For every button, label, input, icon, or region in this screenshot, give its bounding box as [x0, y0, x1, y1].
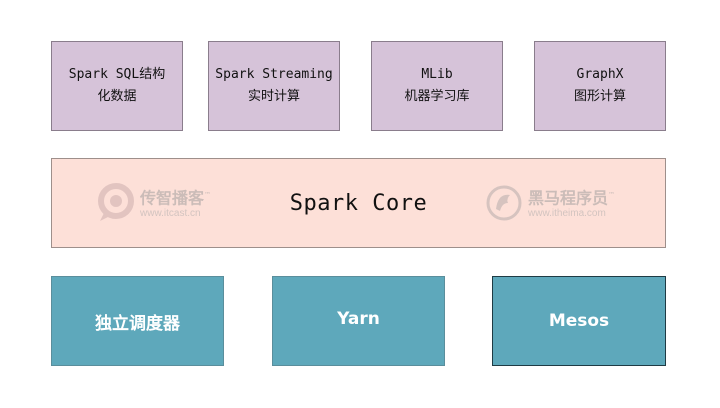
itcast-logo-icon	[98, 183, 134, 221]
yarn-label: Yarn	[337, 309, 380, 329]
graphx-label-line2: 图形计算	[573, 89, 626, 104]
itheima-watermark-url: www.itheima.com	[528, 207, 606, 219]
itheima-watermark-name: 黑马程序员	[528, 188, 609, 208]
spark-streaming-label-line1: Spark Streaming	[215, 67, 333, 82]
mesos-box: Mesos	[492, 276, 666, 366]
mlib-label-line1: MLib	[421, 67, 453, 82]
itheima-watermark-tm: ™	[608, 191, 616, 200]
itheima-watermark: 黑马程序员™ www.itheima.com	[484, 183, 615, 223]
standalone-scheduler-box: 独立调度器	[51, 276, 224, 366]
itcast-watermark-name: 传智播客	[140, 188, 205, 208]
itcast-watermark-url: www.itcast.cn	[140, 207, 201, 219]
spark-sql-label-line1: Spark SQL结构	[68, 67, 166, 82]
spark-sql-label-line2: 化数据	[97, 89, 137, 104]
spark-sql-box: Spark SQL结构 化数据	[51, 41, 183, 131]
yarn-box: Yarn	[272, 276, 445, 366]
spark-core-label: Spark Core	[289, 190, 428, 216]
itcast-watermark-tm: ™	[204, 191, 212, 200]
itcast-watermark: 传智播客™ www.itcast.cn	[96, 183, 211, 223]
mlib-box: MLib 机器学习库	[371, 41, 503, 131]
graphx-box: GraphX 图形计算	[534, 41, 666, 131]
mesos-label: Mesos	[548, 311, 610, 331]
mlib-label-line2: 机器学习库	[404, 89, 470, 104]
standalone-scheduler-label: 独立调度器	[95, 313, 180, 334]
spark-core-box: Spark Core	[51, 158, 666, 248]
spark-streaming-label-line2: 实时计算	[247, 89, 300, 104]
itheima-logo-icon	[486, 185, 522, 221]
spark-streaming-box: Spark Streaming 实时计算	[208, 41, 340, 131]
graphx-label-line1: GraphX	[576, 67, 624, 82]
